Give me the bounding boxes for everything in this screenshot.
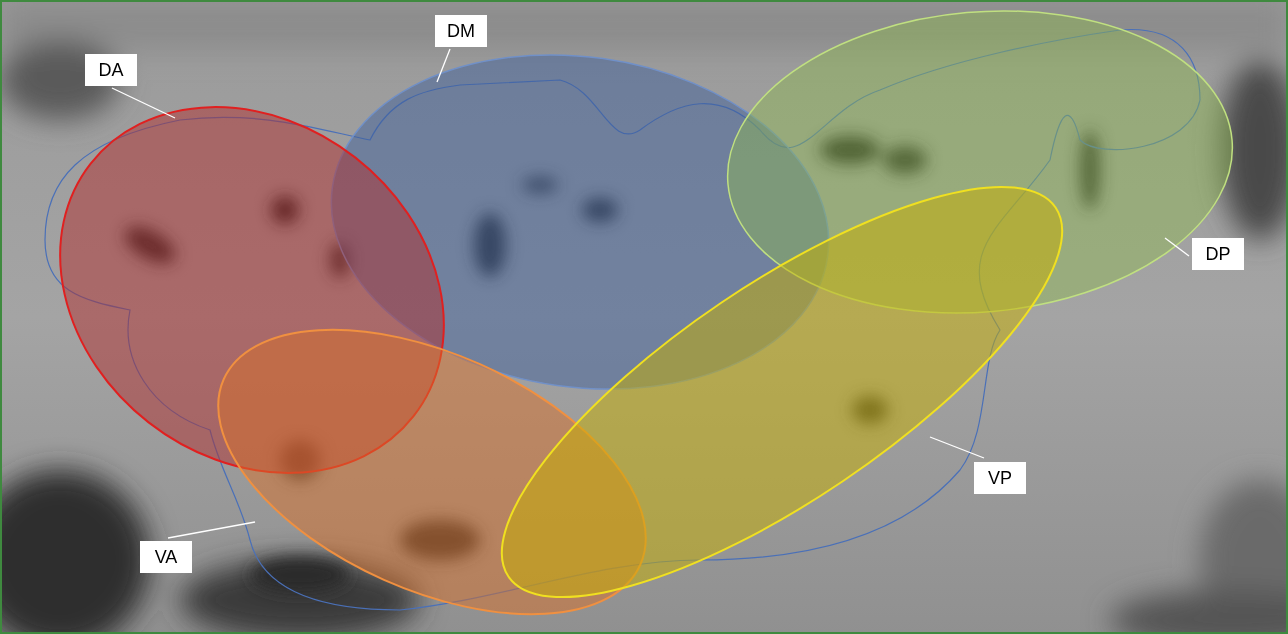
region-label-box: DA <box>85 54 137 86</box>
region-label-box: VA <box>140 541 192 573</box>
leader-line <box>437 49 450 82</box>
region-label: VA <box>152 546 180 568</box>
region-ellipse <box>448 118 1116 634</box>
leader-line <box>930 437 984 458</box>
leader-line <box>1165 238 1189 256</box>
leader-line <box>168 522 255 538</box>
region-label-box: DM <box>435 15 487 47</box>
region-label-box: DP <box>1192 238 1244 270</box>
region-label-box: VP <box>974 462 1026 494</box>
region-label: DA <box>97 59 125 81</box>
region-label: DM <box>447 20 475 42</box>
leader-lines <box>112 49 1189 538</box>
leader-line <box>112 88 175 118</box>
region-label: DP <box>1204 243 1232 265</box>
region-label: VP <box>986 467 1014 489</box>
